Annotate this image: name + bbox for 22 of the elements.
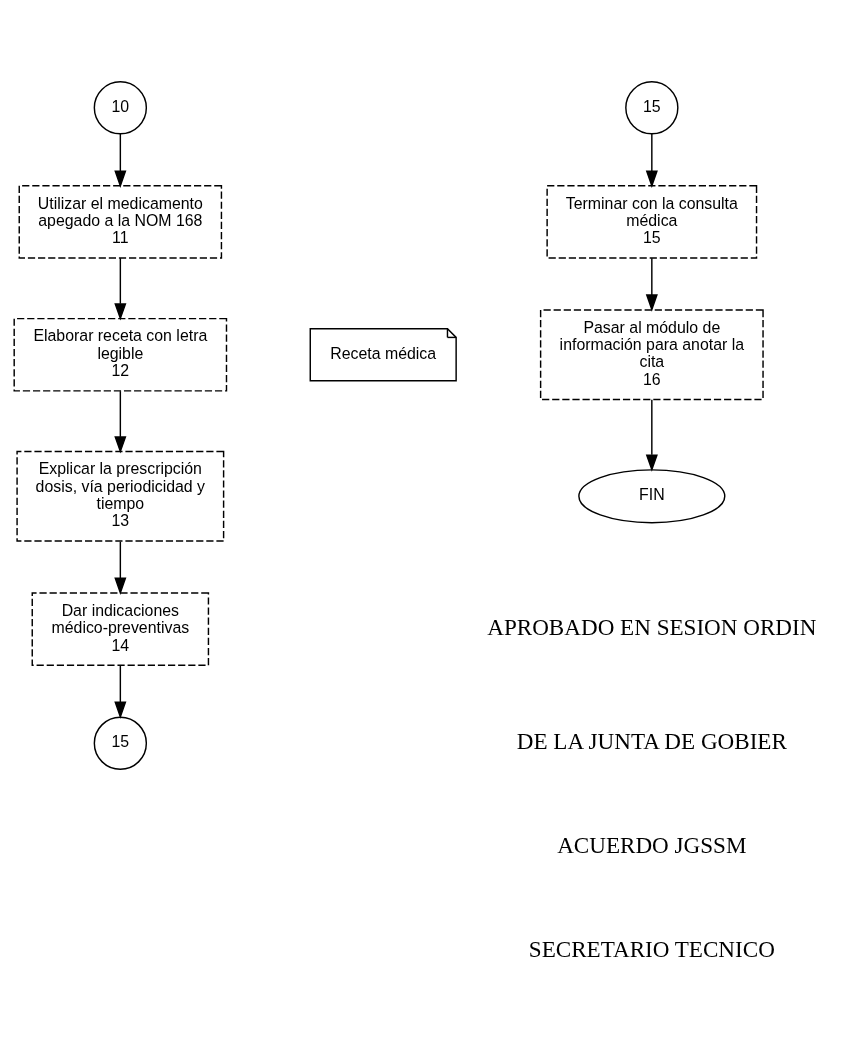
arrow [645, 398, 658, 472]
arrow [114, 389, 127, 454]
node-box: Explicar la prescripción dosis, vía periodicidad y tiempo 13 [16, 450, 225, 542]
arrow [645, 132, 658, 188]
node-circle: 15 [625, 80, 679, 134]
arrow [114, 664, 127, 719]
arrow [645, 256, 658, 312]
node-circle: 15 [93, 716, 148, 770]
arrow [114, 132, 127, 188]
arrow [114, 540, 127, 595]
node-box: Utilizar el medicamento apegado a la NOM 168 11 [18, 184, 223, 259]
label: DE LA JUNTA DE GOBIER [516, 727, 787, 754]
node-box: Elaborar receta con letra legible 12 [13, 317, 228, 392]
node-box: Terminar con la consulta médica 15 [546, 184, 758, 259]
label: APROBADO EN SESION ORDIN [487, 613, 817, 640]
node-box: Pasar al módulo de información para anotar la cita 16 [539, 308, 764, 400]
label: ACUERDO JGSSM [557, 831, 747, 858]
arrow [114, 256, 127, 321]
node-ellipse: FIN [578, 468, 726, 523]
node-box: Dar indicaciones médico-preventivas 14 [31, 591, 210, 666]
node-circle: 10 [93, 80, 148, 134]
label: SECRETARIO TECNICO [528, 935, 775, 962]
